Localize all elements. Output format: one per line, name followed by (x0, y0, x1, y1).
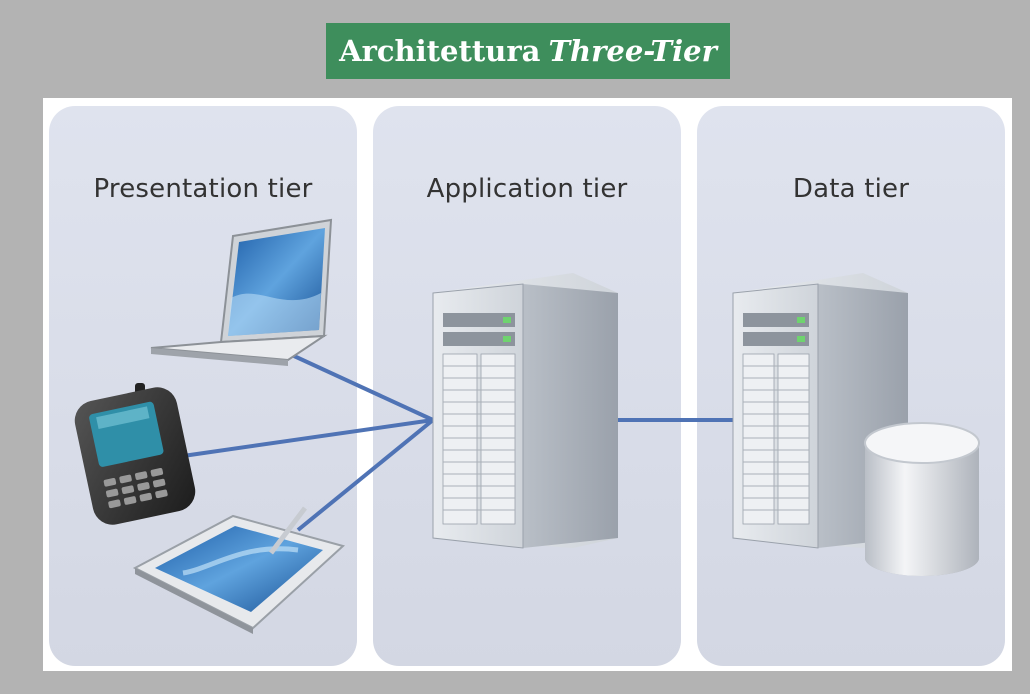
smartphone-icon (74, 383, 196, 525)
tier-label-presentation: Presentation tier (93, 174, 313, 204)
server-icon (432, 273, 618, 549)
tier-label-data: Data tier (792, 174, 910, 204)
panel-application-tier: Application tier (373, 106, 681, 666)
title-emphasis: Three-Tier (548, 34, 717, 68)
tablet-icon (132, 506, 346, 634)
laptop-icon (150, 218, 333, 366)
tier-label-application: Application tier (426, 174, 628, 204)
diagram-frame: Presentation tier Application tier Data … (43, 98, 1012, 671)
database-icon (864, 422, 980, 576)
title-text: Architettura (339, 34, 541, 68)
connector-lines (182, 348, 733, 532)
diagram-art (74, 218, 980, 634)
